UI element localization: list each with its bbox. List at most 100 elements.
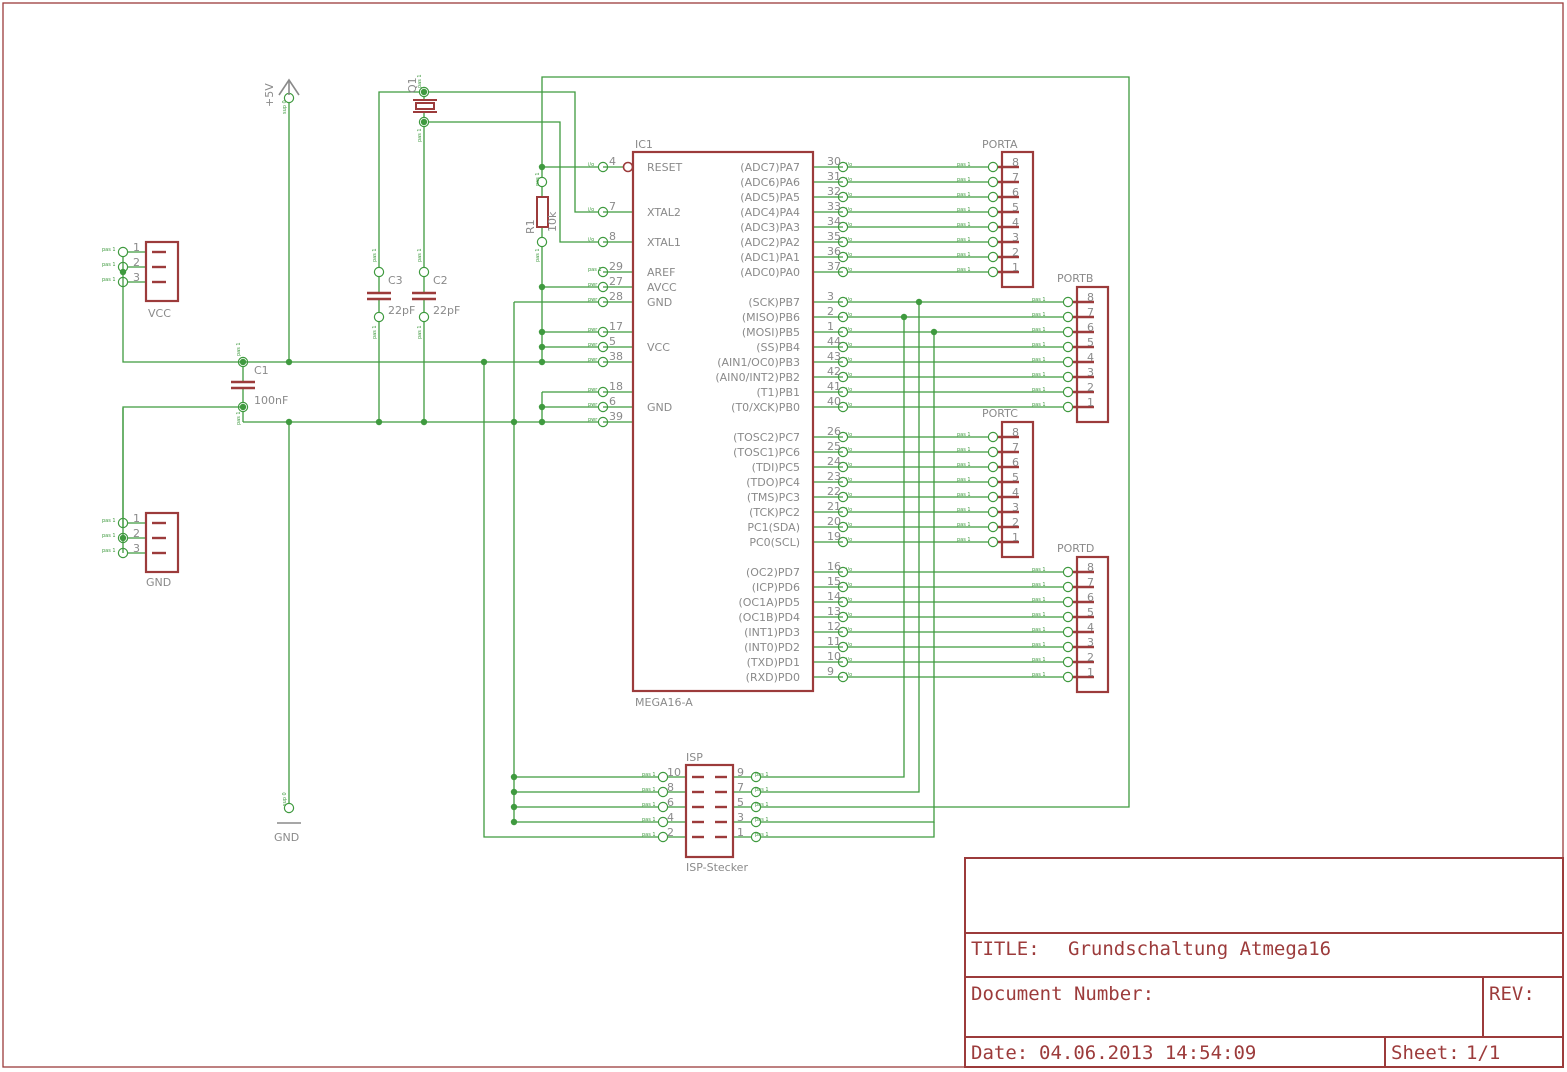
pin-tag: pas 1	[1032, 627, 1046, 633]
ic-pin-label: RESET	[647, 161, 683, 174]
isp-name: ISP	[686, 751, 703, 764]
pin-tag: pas 1	[1032, 372, 1046, 378]
pin-end	[597, 326, 609, 338]
pin-end	[117, 246, 129, 258]
ic-pin-label: (ADC2)PA2	[740, 236, 800, 249]
pin-end	[117, 547, 129, 559]
pin-tag: pas 1	[102, 533, 116, 539]
pin-end	[1062, 296, 1074, 308]
ic-pin-label: (ADC5)PA5	[740, 191, 800, 204]
pin-tag: pas 1	[957, 462, 971, 468]
vcc-connector-body[interactable]	[144, 240, 180, 303]
pin-tag: pas 1	[642, 802, 656, 808]
pin-end	[837, 581, 849, 593]
pin-tag: pwr	[588, 342, 598, 348]
pin-end	[837, 671, 849, 683]
vcc-supply-label: +5V	[263, 83, 276, 107]
ic-pin-number: 29	[609, 260, 623, 273]
pin-end	[837, 596, 849, 608]
ic-pin-number: 1	[827, 320, 834, 333]
connector-pin-number: 3	[133, 271, 140, 284]
ic-pin-number: 21	[827, 500, 841, 513]
header-pin-number: 7	[1087, 576, 1094, 589]
pin-tag: pas 1	[102, 277, 116, 283]
pin-end	[1062, 641, 1074, 653]
porta-header-name: PORTA	[982, 138, 1018, 151]
portd-header-body[interactable]	[1075, 555, 1110, 694]
pin-tag: i/o	[588, 207, 594, 213]
ic-pin-label: VCC	[647, 341, 670, 354]
ic-pin-number: 40	[827, 395, 841, 408]
wire	[122, 257, 598, 363]
pin-tag: pas 1	[1032, 387, 1046, 393]
ic-pin-label: (AIN1/OC0)PB3	[717, 356, 800, 369]
r1-resistor[interactable]	[536, 196, 549, 228]
c3-capacitor[interactable]	[367, 291, 391, 301]
pin-tag: i/o	[846, 447, 852, 453]
c1-value: 100nF	[254, 394, 288, 407]
q1-crystal[interactable]	[413, 99, 437, 113]
ic-pin-number: 17	[609, 320, 623, 333]
header-pin-number: 8	[1012, 156, 1019, 169]
c1-capacitor[interactable]	[231, 380, 255, 390]
pin-end	[1062, 566, 1074, 578]
isp-pin-number: 9	[737, 766, 744, 779]
ic-pin-label: (OC2)PD7	[746, 566, 800, 579]
pin-end	[418, 116, 430, 128]
rev-label: REV:	[1489, 983, 1535, 1005]
pin-tag: pas 1	[1032, 342, 1046, 348]
pin-tag: pas 1	[957, 477, 971, 483]
junction-dot	[420, 118, 428, 126]
pin-end	[750, 801, 762, 813]
pin-end	[418, 311, 430, 323]
header-pin-number: 6	[1087, 591, 1094, 604]
header-pin-number: 1	[1012, 261, 1019, 274]
pin-end	[837, 371, 849, 383]
pin-end	[1062, 401, 1074, 413]
pin-end	[117, 276, 129, 288]
ic-pin-number: 43	[827, 350, 841, 363]
pin-tag: pas 1	[102, 247, 116, 253]
wire	[541, 166, 598, 177]
ic-pin-number: 14	[827, 590, 841, 603]
pin-end	[117, 532, 129, 544]
pin-tag: pas 1	[236, 411, 242, 425]
junction-dot	[420, 88, 428, 96]
ic-pin-number: 27	[609, 275, 623, 288]
ic-pin-number: 28	[609, 290, 623, 303]
pin-tag: i/o	[846, 507, 852, 513]
header-pin-number: 8	[1087, 291, 1094, 304]
wire	[761, 822, 935, 838]
pin-end	[1062, 371, 1074, 383]
ic1-body[interactable]	[631, 150, 815, 693]
pin-end	[837, 626, 849, 638]
isp-connector-body[interactable]	[684, 763, 735, 859]
pin-end	[987, 266, 999, 278]
ic-pin-number: 16	[827, 560, 841, 573]
pin-tag: pwr	[588, 417, 598, 423]
porta-header-body[interactable]	[1000, 150, 1035, 289]
pin-tag: pwr	[588, 357, 598, 363]
header-pin-number: 6	[1012, 456, 1019, 469]
pin-end	[597, 236, 609, 248]
wire	[429, 121, 598, 243]
portb-header-body[interactable]	[1075, 285, 1110, 424]
pin-end	[1062, 671, 1074, 683]
pin-tag: pas 1	[102, 518, 116, 524]
ic-pin-number: 25	[827, 440, 841, 453]
gnd-connector-body[interactable]	[144, 511, 180, 574]
pin-tag: pas 1	[957, 252, 971, 258]
pin-end	[837, 491, 849, 503]
date-value: 04.06.2013 14:54:09	[1039, 1042, 1256, 1064]
pin-tag: pas 1	[957, 507, 971, 513]
pin-tag: pas 1	[957, 432, 971, 438]
pin-end	[283, 802, 295, 814]
ic-pin-number: 35	[827, 230, 841, 243]
ic-pin-label: (TCK)PC2	[749, 506, 800, 519]
connector-pin-number: 1	[133, 241, 140, 254]
portc-header-body[interactable]	[1000, 420, 1035, 559]
pin-tag: i/o	[846, 672, 852, 678]
pin-tag: i/o	[846, 537, 852, 543]
c2-capacitor[interactable]	[412, 291, 436, 301]
